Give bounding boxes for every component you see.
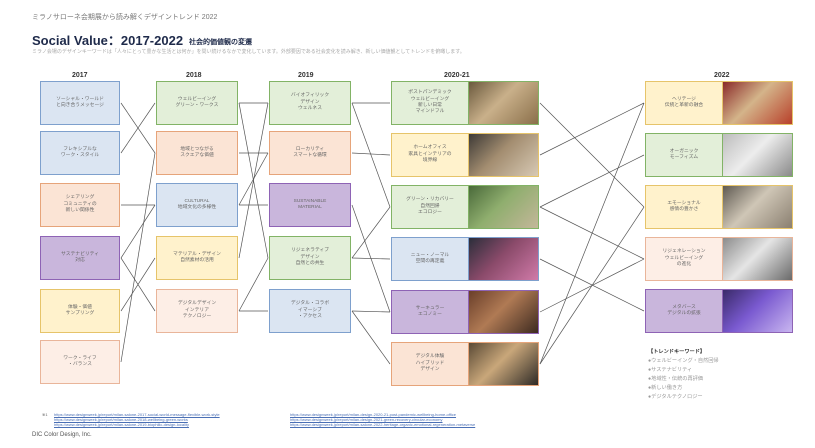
trend-photo	[469, 81, 539, 125]
connector-line	[238, 102, 269, 259]
year-header-2017: 2017	[72, 72, 88, 79]
trend-box-2018: マテリアル・デザイン 自然素材の活用	[156, 236, 238, 280]
source-link[interactable]: https://www.designweek.jp/report/milan-s…	[54, 412, 220, 417]
trend-box-2022: エモーショナル 感情の豊かさ	[645, 185, 723, 229]
connector-line	[238, 257, 269, 312]
slide-kicker: ミラノサローネ会期展から読み解くデザイントレンド 2022	[32, 14, 218, 21]
footer-company: DIC Color Design, Inc.	[32, 432, 92, 438]
trend-photo	[469, 290, 539, 334]
trend-box-2020-21: サーキュラー エコノミー	[391, 290, 469, 334]
legend-item: ●デジタルテクノロジー	[648, 394, 703, 401]
connector-line	[120, 152, 156, 363]
year-header-2019: 2019	[298, 72, 314, 79]
trend-box-2020-21: デジタル体験 ハイブリッド デザイン	[391, 342, 469, 386]
year-header-2022: 2022	[714, 72, 730, 79]
trend-photo	[469, 133, 539, 177]
trend-box-2022: リジェネレーション ウェルビーイング の進化	[645, 237, 723, 281]
trend-legend: 【トレンドキーワード】 ●ウェルビーイング・自然回帰 ●サステナビリティ ●地域…	[648, 348, 719, 403]
trend-box-2019: ローカリティ スマートな循環	[269, 131, 351, 175]
source-link[interactable]: https://www.designweek.jp/report/milan-d…	[290, 412, 457, 417]
connector-lines	[120, 102, 645, 365]
trend-photo	[723, 289, 793, 333]
trend-box-2022: ヘリテージ 伝統と革新の融合	[645, 81, 723, 125]
source-link[interactable]: https://www.designweek.jp/report/milan-s…	[54, 422, 189, 427]
connector-line	[120, 102, 156, 154]
source-link[interactable]: https://www.designweek.jp/report/milan-s…	[54, 417, 188, 422]
trend-box-2017: ソーシャル・ワールド と向き合うメッセージ	[40, 81, 120, 125]
trend-photo	[723, 185, 793, 229]
trend-photo	[723, 81, 793, 125]
trend-box-2022: メタバース デジタルの拡張	[645, 289, 723, 333]
connector-line	[539, 206, 645, 365]
connector-line	[351, 257, 391, 260]
legend-item: ●地域性・伝統の再評価	[648, 376, 704, 383]
trend-box-2017: シェアリング コミュニティの 新しい関係性	[40, 183, 120, 227]
trend-box-2019: バイオフィリック デザイン ウェルネス	[269, 81, 351, 125]
trend-box-2018: 地域とつながる スクエアな価値	[156, 131, 238, 175]
trend-box-2018: CULTURAL 地域文化の多様性	[156, 183, 238, 227]
trend-photo	[723, 133, 793, 177]
trend-box-2019: リジェネラティブ デザイン 自然との共生	[269, 236, 351, 280]
connector-line	[120, 257, 156, 312]
legend-item: ●サステナビリティ	[648, 367, 693, 374]
connector-line	[120, 204, 156, 259]
trend-box-2017: 体験・価値 サンプリング	[40, 289, 120, 333]
source-link[interactable]: https://www.designweek.jp/report/milan-d…	[290, 417, 443, 422]
connector-line	[351, 206, 391, 259]
year-header-2018: 2018	[186, 72, 202, 79]
trend-photo	[723, 237, 793, 281]
trend-box-2020-21: グリーン・リカバリー 自然回帰 エコロジー	[391, 185, 469, 229]
trend-box-2020-21: ホームオフィス 家具とインテリアの 境界線	[391, 133, 469, 177]
connector-line	[351, 310, 391, 313]
trend-box-2018: デジタルデザイン インテリア テクノロジー	[156, 289, 238, 333]
title-text: Social Value：2017-2022	[32, 33, 184, 48]
trend-box-2018: ウェルビーイング グリーン・ワークス	[156, 81, 238, 125]
slide-description: ミラノ会場のデザインキーワードは「人々にとって豊かな生活とは何か」を問い続けるな…	[32, 49, 465, 55]
trend-box-2019: SUSTAINABLE MATERIAL	[269, 183, 351, 227]
trend-box-2022: オーガニック モーフィズム	[645, 133, 723, 177]
year-header-2020-21: 2020-21	[444, 72, 470, 79]
trend-box-2017: フレキシブルな ワーク・スタイル	[40, 131, 120, 175]
trend-photo	[469, 342, 539, 386]
trend-box-2019: デジタル・コラボ イマーシブ ・アクセス	[269, 289, 351, 333]
connector-line	[539, 102, 645, 156]
notes-label: ※1	[42, 412, 48, 417]
source-link[interactable]: https://www.designweek.jp/report/milan-s…	[290, 422, 476, 427]
connector-line	[351, 152, 391, 156]
trend-box-2020-21: ニュー・ノーマル 空間の再定義	[391, 237, 469, 281]
legend-item: ●新しい働き方	[648, 385, 683, 392]
connector-line	[351, 310, 391, 365]
trend-box-2017: ワーク・ライフ ・バランス	[40, 340, 120, 384]
legend-item: ●ウェルビーイング・自然回帰	[648, 358, 719, 365]
connector-line	[351, 102, 391, 208]
connector-line	[539, 102, 645, 365]
trend-box-2020-21: ポストパンデミック ウェルビーイング 新しい日常 マインドフル	[391, 81, 469, 125]
trend-photo	[469, 237, 539, 281]
trend-photo	[469, 185, 539, 229]
slide-title: Social Value：2017-2022 社会的価値観の変遷	[32, 30, 252, 49]
legend-heading: 【トレンドキーワード】	[648, 349, 706, 355]
title-subtitle: 社会的価値観の変遷	[189, 38, 253, 46]
slide: ミラノサローネ会期展から読み解くデザイントレンド 2022 Social Val…	[24, 6, 793, 442]
trend-box-2017: サステナビリティ 対応	[40, 236, 120, 280]
connector-line	[539, 102, 645, 208]
connector-line	[539, 154, 645, 208]
